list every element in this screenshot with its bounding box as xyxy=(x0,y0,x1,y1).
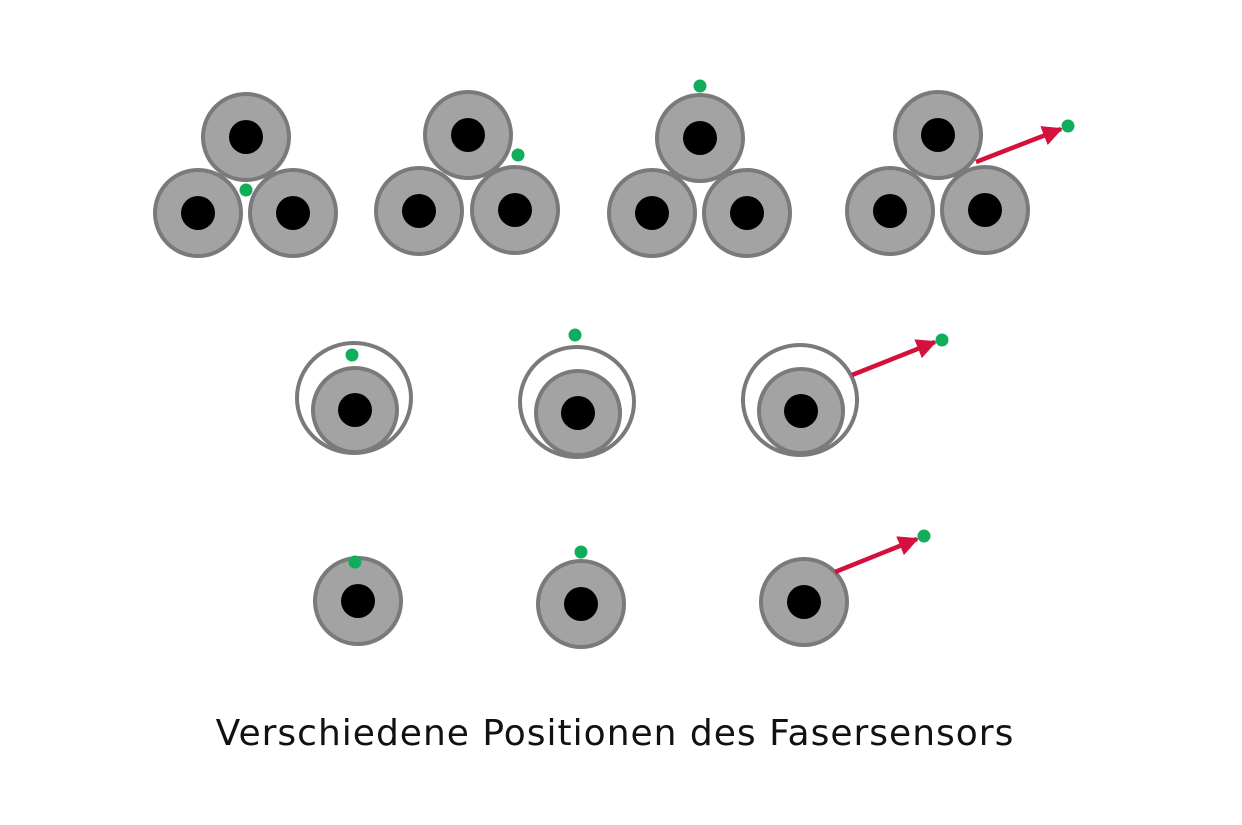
sensor-dot xyxy=(239,183,253,197)
sensor-dot xyxy=(348,555,362,569)
fiber xyxy=(759,557,849,647)
bundle-4-sensor-far xyxy=(845,90,1075,256)
sensor-dot xyxy=(511,148,525,162)
fiber-bottom-right xyxy=(470,165,560,255)
single-fiber-1-sensor-on-surface xyxy=(313,555,403,646)
arrow xyxy=(975,126,1063,165)
diagram-caption: Verschiedene Positionen des Fasersensors xyxy=(215,713,1015,754)
fiber-top xyxy=(893,90,983,180)
bundle-1-sensor-in-center xyxy=(153,92,338,258)
single-fiber-2-sensor-near xyxy=(536,545,626,649)
fiber-bottom-left xyxy=(374,166,464,256)
bundle-3-sensor-on-top xyxy=(607,79,792,258)
fiber-top xyxy=(423,90,513,180)
single-fiber-3-sensor-far xyxy=(759,529,931,647)
fiber xyxy=(311,366,399,454)
sensor-dot xyxy=(568,328,582,342)
sensor-dot xyxy=(345,348,359,362)
fiber xyxy=(534,369,622,457)
fiber xyxy=(313,556,403,646)
sensor-dot xyxy=(917,529,931,543)
fiber-bottom-right xyxy=(248,168,338,258)
sensor-dot xyxy=(693,79,707,93)
fiber-bottom-left xyxy=(607,168,697,258)
fiber xyxy=(536,559,626,649)
fiber-bottom-right xyxy=(940,165,1030,255)
fiber-bottom-right xyxy=(702,168,792,258)
bundle-2-sensor-in-groove xyxy=(374,90,560,256)
arrow xyxy=(834,536,919,575)
sheathed-fiber-1-sensor-inside xyxy=(295,341,413,455)
sensor-dot xyxy=(1061,119,1075,133)
sheathed-fiber-3-sensor-far xyxy=(741,333,949,457)
arrow xyxy=(851,339,937,378)
fiber-top xyxy=(655,93,745,183)
fiber xyxy=(757,367,845,455)
fiber-top xyxy=(201,92,291,182)
sheathed-fiber-2-sensor-on-sheath xyxy=(518,328,636,459)
fiber-bottom-left xyxy=(845,166,935,256)
sensor-dot xyxy=(935,333,949,347)
sensor-dot xyxy=(574,545,588,559)
fiber-bottom-left xyxy=(153,168,243,258)
